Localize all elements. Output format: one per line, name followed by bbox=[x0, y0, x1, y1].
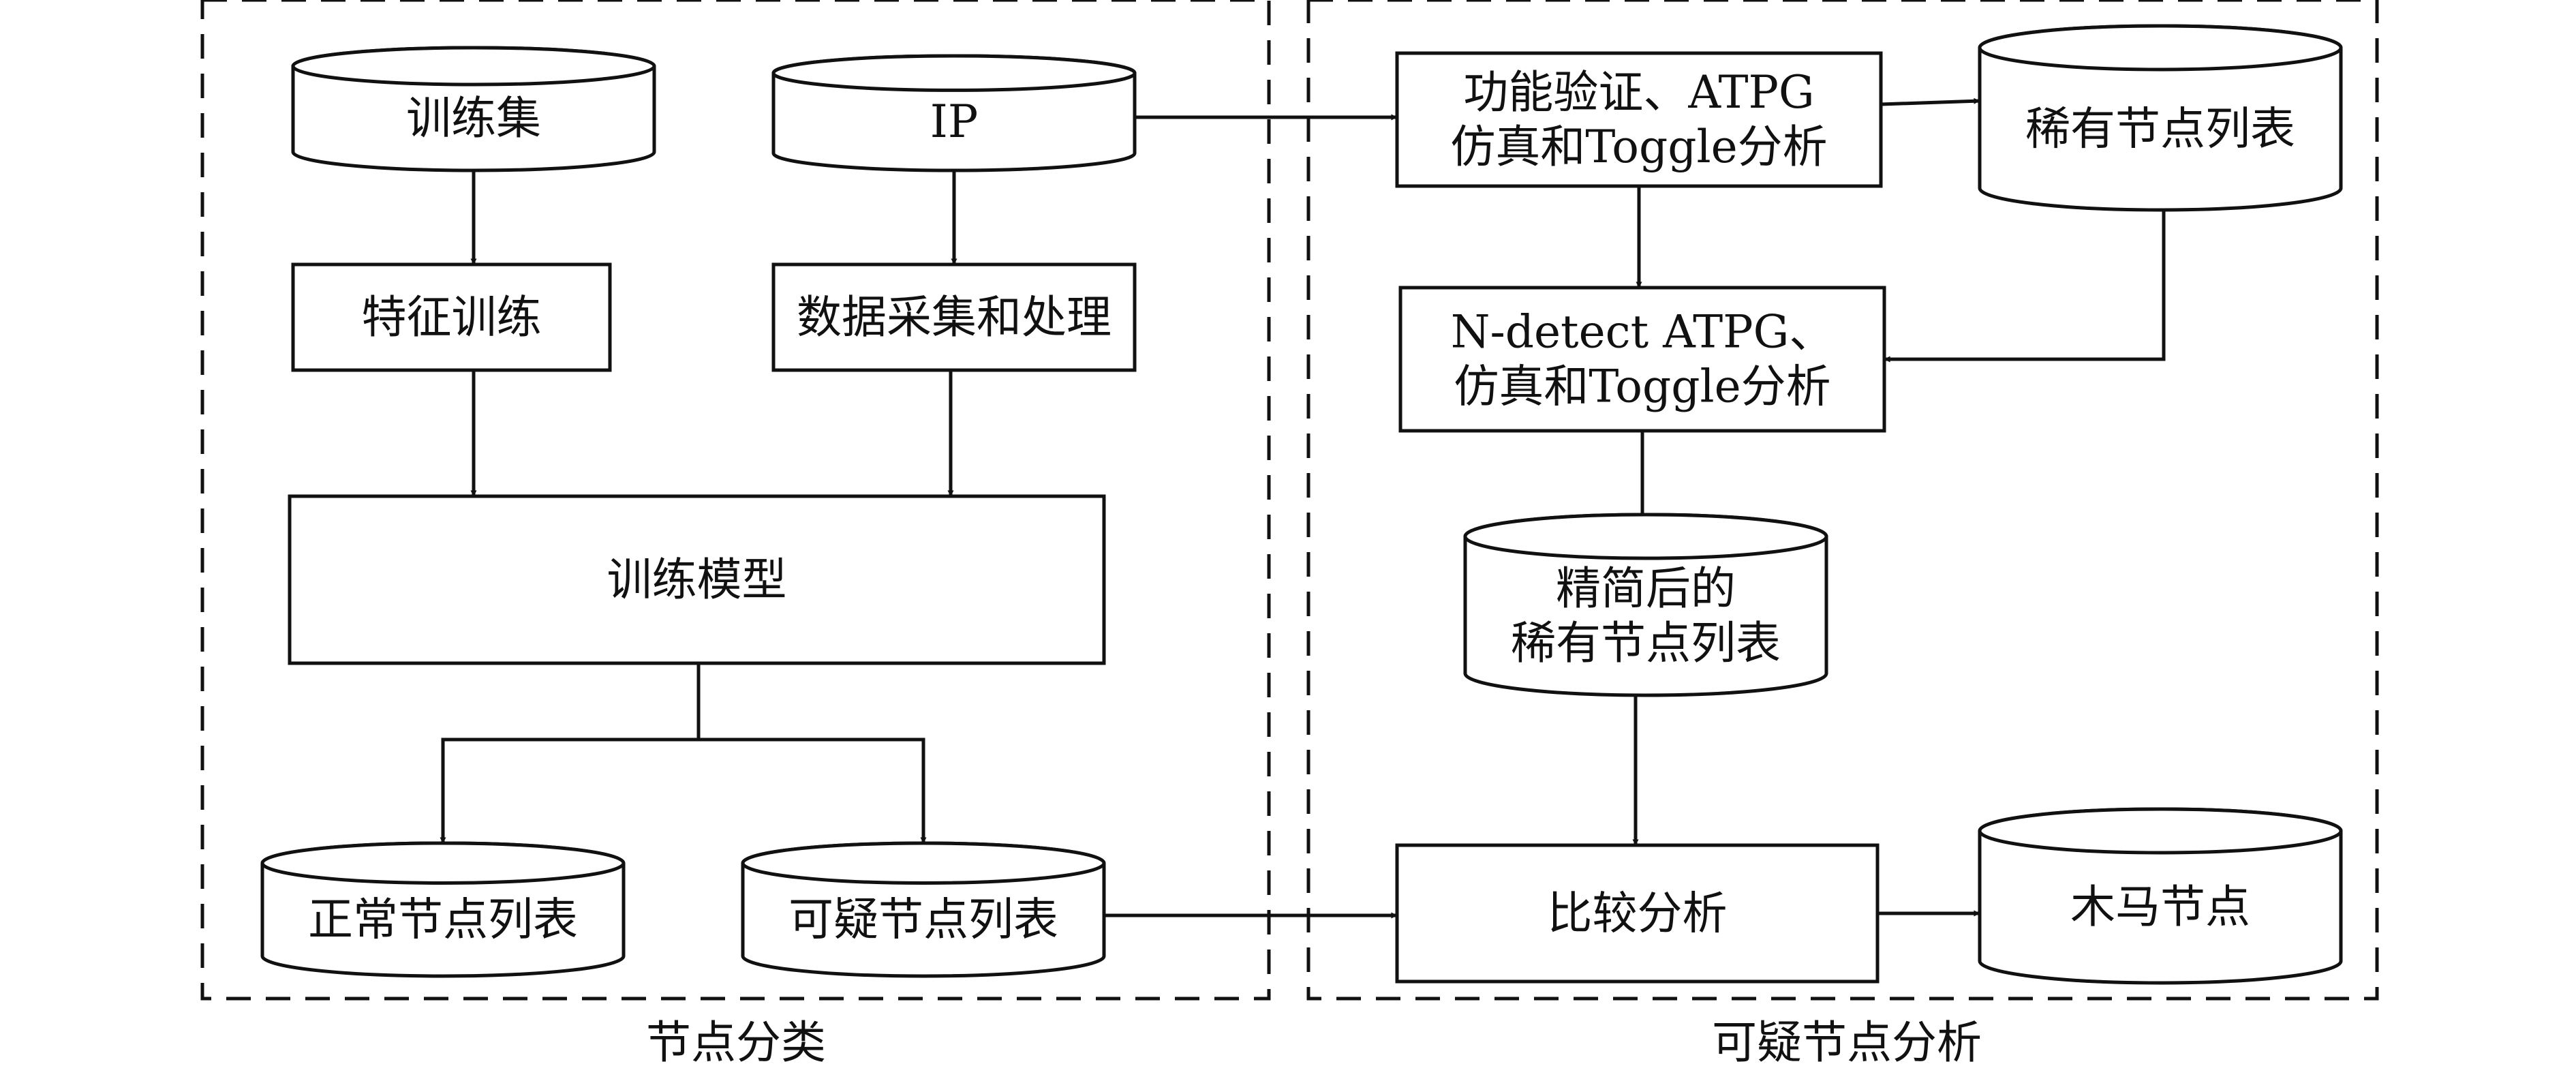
node-feature-training-box bbox=[291, 262, 612, 372]
node-rare-nodes-label-1: 稀有节点列表 bbox=[2025, 103, 2295, 155]
node-training-model-box bbox=[288, 494, 1106, 665]
node-ndetect-label-1: N-detect ATPG、 bbox=[1451, 306, 1835, 359]
node-reduced-rare-cylinder-top bbox=[1463, 513, 1828, 560]
node-func-verify-label-1: 功能验证、ATPG bbox=[1463, 66, 1814, 119]
node-func-verify-box bbox=[1395, 51, 1883, 188]
edge-func-verify-to-rare-nodes bbox=[1880, 97, 1980, 106]
group-right-caption: 可疑节点分析 bbox=[1712, 1016, 1982, 1069]
group-left-caption: 节点分类 bbox=[646, 1016, 826, 1069]
node-suspicious-nodes-label-1: 可疑节点列表 bbox=[788, 894, 1058, 946]
node-normal-nodes-cylinder-top bbox=[260, 841, 626, 885]
node-data-collection-box bbox=[771, 262, 1137, 372]
edge-training-model-to-normal-nodes bbox=[440, 663, 701, 844]
node-feature-training: 特征训练 bbox=[291, 262, 612, 372]
group-left-frame bbox=[200, 0, 1271, 1001]
node-reduced-rare-label-1: 精简后的 bbox=[1556, 562, 1736, 615]
edge-rare-nodes-to-ndetect bbox=[1884, 204, 2166, 363]
node-ip-cylinder-top bbox=[771, 54, 1137, 92]
node-ndetect-box bbox=[1398, 286, 1886, 433]
node-ip: IP bbox=[771, 54, 1137, 172]
node-rare-nodes: 稀有节点列表 bbox=[1978, 24, 2343, 212]
group-left: 节点分类 bbox=[200, 0, 1271, 1069]
group-right: 可疑节点分析 bbox=[1306, 0, 2379, 1069]
groups-layer: 节点分类 可疑节点分析 bbox=[200, 0, 2379, 1069]
node-feature-training-label-1: 特征训练 bbox=[362, 291, 542, 344]
node-ndetect: N-detect ATPG、仿真和Toggle分析 bbox=[1398, 286, 1886, 433]
node-compare-box bbox=[1395, 843, 1880, 984]
node-training-model: 训练模型 bbox=[288, 494, 1106, 665]
node-compare-label-1: 比较分析 bbox=[1548, 887, 1728, 940]
node-data-collection-label-1: 数据采集和处理 bbox=[797, 291, 1111, 344]
node-ip-label-1: IP bbox=[930, 95, 978, 148]
node-reduced-rare-label-2: 稀有节点列表 bbox=[1511, 617, 1781, 669]
node-suspicious-nodes: 可疑节点列表 bbox=[741, 841, 1106, 978]
edges-layer bbox=[440, 97, 2166, 919]
node-training-set-cylinder-top bbox=[291, 46, 656, 87]
node-trojan-nodes-cylinder-top bbox=[1978, 807, 2343, 855]
node-training-set: 训练集 bbox=[291, 46, 656, 172]
node-normal-nodes: 正常节点列表 bbox=[260, 841, 626, 978]
node-training-model-label-1: 训练模型 bbox=[607, 553, 787, 606]
node-func-verify-label-2: 仿真和Toggle分析 bbox=[1450, 121, 1827, 173]
node-suspicious-nodes-cylinder-top bbox=[741, 841, 1106, 885]
edge-training-model-to-suspicious-nodes bbox=[699, 738, 927, 844]
node-ndetect-label-2: 仿真和Toggle分析 bbox=[1454, 361, 1830, 413]
node-compare: 比较分析 bbox=[1395, 843, 1880, 984]
node-data-collection: 数据采集和处理 bbox=[771, 262, 1137, 372]
node-rare-nodes-cylinder-top bbox=[1978, 24, 2343, 72]
node-normal-nodes-label-1: 正常节点列表 bbox=[308, 894, 578, 946]
node-trojan-nodes: 木马节点 bbox=[1978, 807, 2343, 985]
node-training-set-label-1: 训练集 bbox=[406, 92, 541, 145]
node-trojan-nodes-label-1: 木马节点 bbox=[2070, 881, 2250, 933]
